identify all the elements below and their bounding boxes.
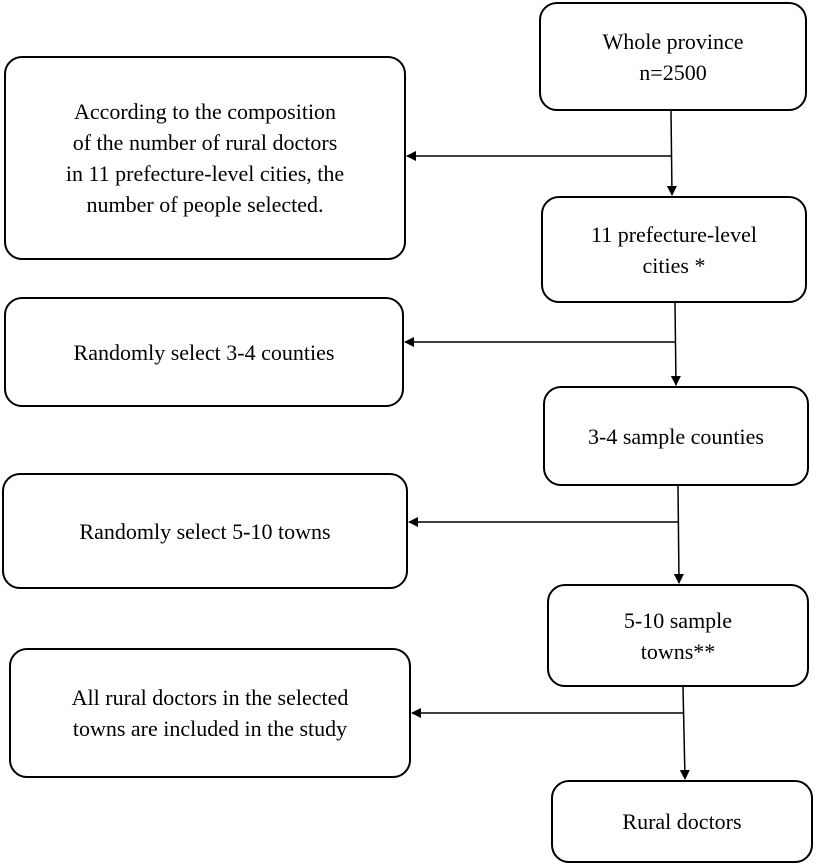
step-rural-doctors: Rural doctors: [551, 780, 813, 863]
step-line: Rural doctors: [622, 809, 742, 834]
step-text: 5-10 sample towns**: [624, 605, 732, 667]
step-text: Whole province n=2500: [602, 26, 743, 88]
step-line: 5-10 sample: [623, 607, 733, 633]
note-line: According to the composition: [73, 99, 337, 124]
step-prefecture-cities: 11 prefecture-level cities *: [541, 196, 807, 303]
note-text: All rural doctors in the selected towns …: [72, 682, 349, 744]
note-text: Randomly select 5-10 towns: [79, 516, 330, 547]
step-text: Rural doctors: [622, 806, 741, 837]
note-line: Randomly select 5-10 towns: [79, 518, 331, 544]
note-select-towns: Randomly select 5-10 towns: [2, 473, 408, 589]
step-line: n=2500: [639, 59, 707, 85]
note-select-counties: Randomly select 3-4 counties: [4, 297, 404, 407]
arrow-down: [670, 302, 681, 386]
arrow-down: [673, 485, 684, 584]
note-all-doctors: All rural doctors in the selected towns …: [9, 648, 411, 778]
arrow-down: [679, 686, 690, 780]
step-line: 3-4 sample counties: [588, 423, 764, 449]
note-text: According to the composition of the numb…: [66, 96, 344, 220]
note-line: towns are included in the study: [72, 716, 348, 741]
step-line: Whole province: [602, 28, 744, 54]
note-line: All rural doctors in the selected: [71, 685, 349, 710]
step-line: 11 prefecture-level: [591, 221, 757, 247]
step-whole-province: Whole province n=2500: [539, 2, 807, 111]
note-line: of the number of rural doctors: [72, 130, 338, 155]
note-line: in 11 prefecture-level cities, the: [65, 161, 345, 186]
note-text: Randomly select 3-4 counties: [74, 337, 335, 368]
step-text: 11 prefecture-level cities *: [591, 219, 757, 281]
note-line: Randomly select 3-4 counties: [73, 339, 335, 365]
step-line: cities *: [642, 252, 706, 278]
step-text: 3-4 sample counties: [588, 421, 764, 452]
step-sample-counties: 3-4 sample counties: [543, 386, 809, 486]
note-composition: According to the composition of the numb…: [4, 56, 406, 260]
note-line: number of people selected.: [86, 192, 324, 217]
step-sample-towns: 5-10 sample towns**: [547, 584, 809, 687]
arrow-down: [666, 110, 677, 196]
step-line: towns**: [640, 638, 716, 664]
